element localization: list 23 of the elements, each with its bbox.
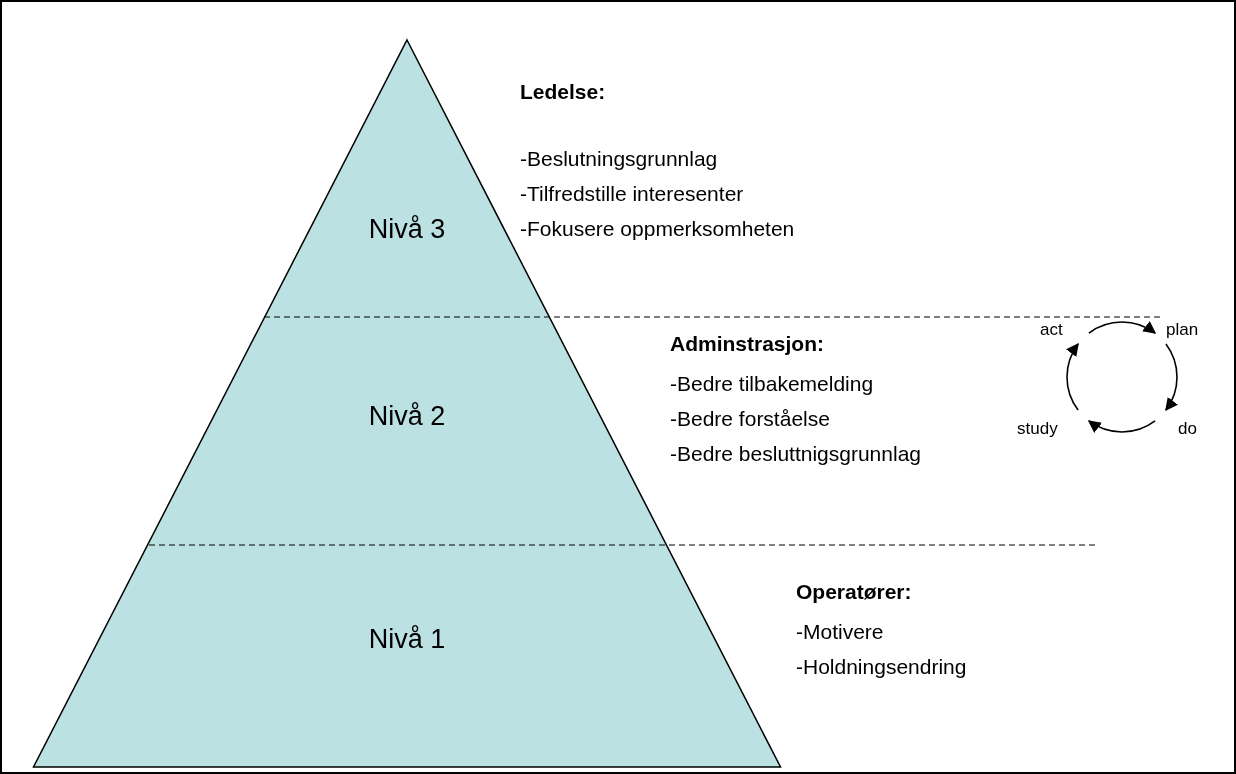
list-item: -Motivere — [796, 620, 884, 644]
pyramid-level — [147, 317, 667, 545]
section-heading: Adminstrasjon: — [670, 332, 824, 356]
cycle-step-label: act — [1040, 320, 1063, 340]
list-item: -Beslutningsgrunnlag — [520, 147, 718, 171]
cycle-arrow — [1066, 342, 1079, 411]
cycle-step-label: plan — [1166, 320, 1199, 340]
cycle-arrow — [1087, 420, 1156, 433]
cycle-arrow — [1165, 343, 1178, 412]
cycle-step-label: do — [1178, 419, 1197, 439]
cycle-step-label: study — [1017, 419, 1058, 439]
level-label: Nivå 2 — [367, 401, 447, 432]
list-item: -Bedre tilbakemelding — [670, 372, 874, 396]
list-item: -Bedre besluttnigsgrunnlag — [670, 442, 921, 466]
list-item: -Holdningsendring — [796, 655, 967, 679]
level-label: Nivå 1 — [367, 624, 447, 655]
cycle-arrow — [1088, 321, 1157, 334]
list-item: -Fokusere oppmerksomheten — [520, 217, 795, 241]
list-item: -Bedre forståelse — [670, 407, 830, 431]
section-heading: Operatører: — [796, 580, 912, 604]
section-heading: Ledelse: — [520, 80, 606, 104]
pyramid-level — [33, 545, 781, 767]
list-item: -Tilfredstille interesenter — [520, 182, 744, 206]
